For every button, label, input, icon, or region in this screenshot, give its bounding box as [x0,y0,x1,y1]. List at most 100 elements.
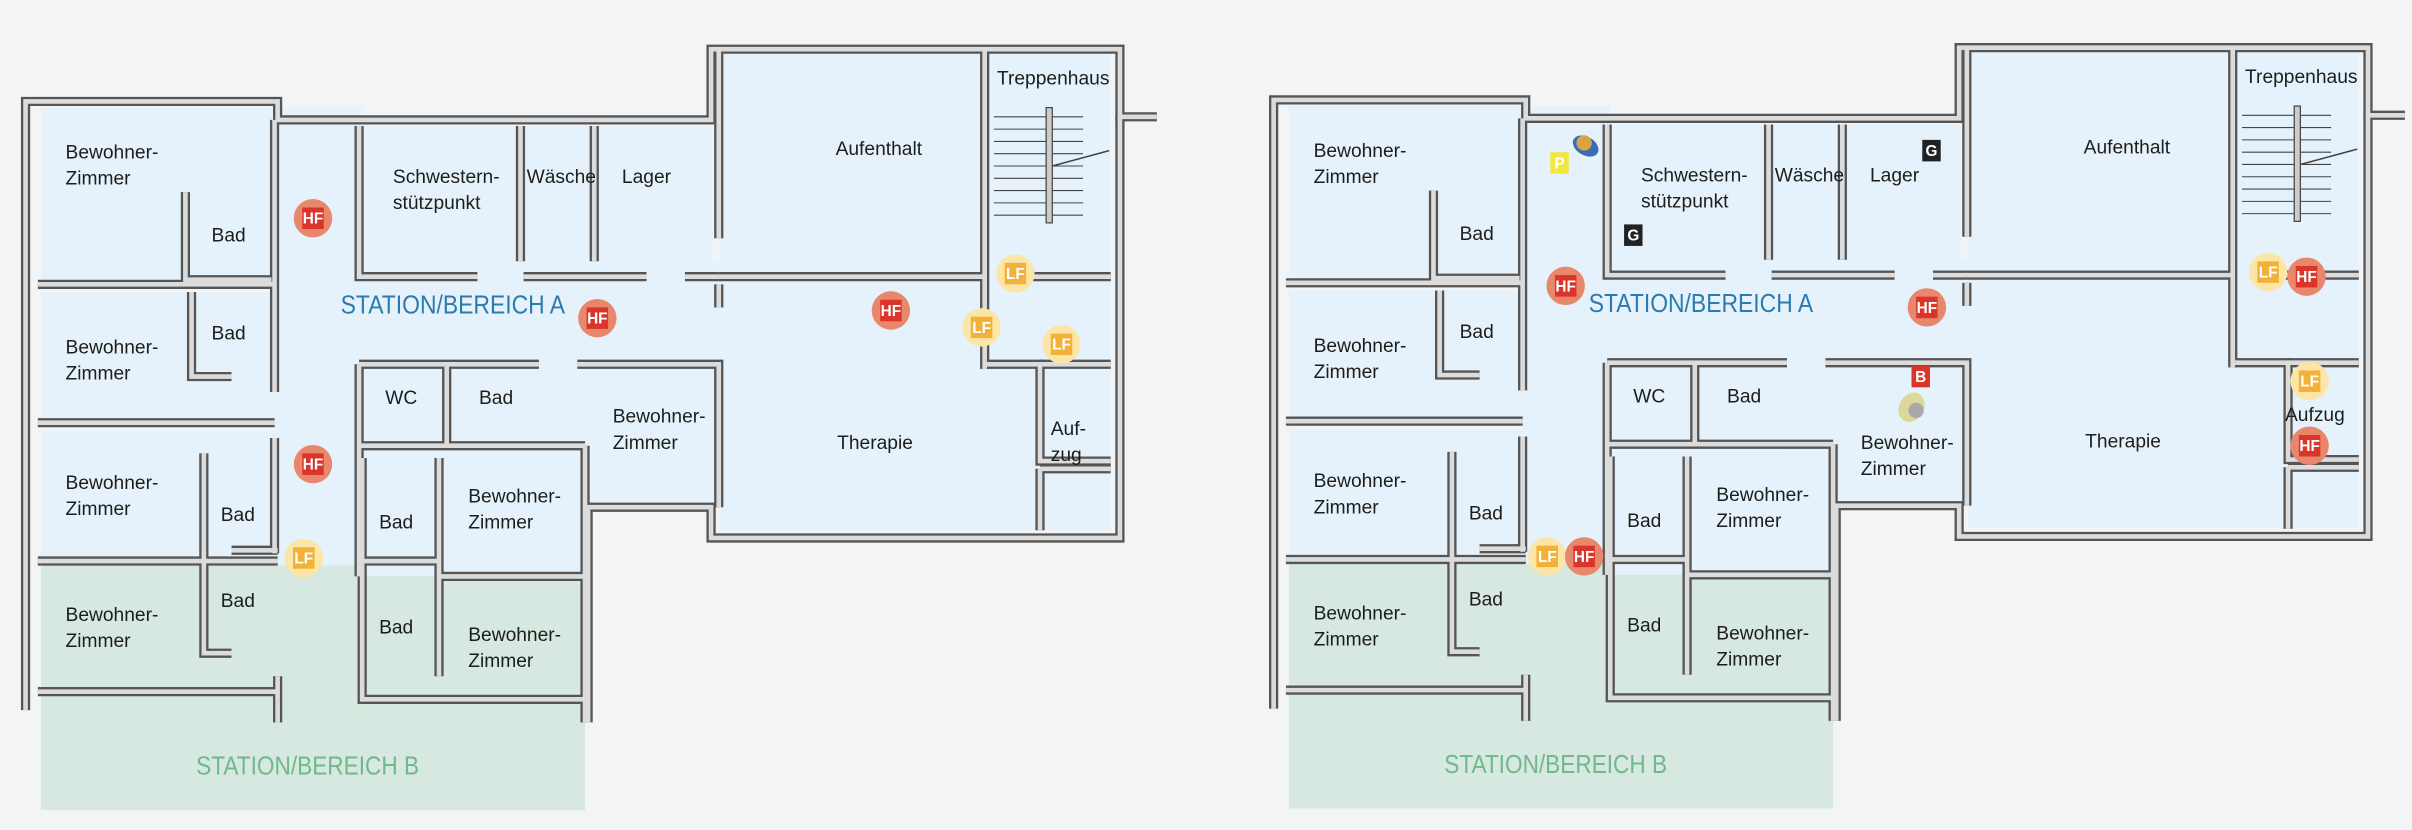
figure-icon [1898,392,1925,422]
staircase [2241,105,2358,222]
room-area [362,453,586,577]
room-label: Bad [1627,616,1661,637]
room-label: WC [1633,387,1665,408]
marker-b-icon[interactable]: B [1911,365,1930,388]
room-area [277,261,724,366]
room-label: Bad [379,617,413,638]
room-label: Wäsche [527,167,596,188]
room-label: Aufzug [2285,405,2345,426]
room-label: Bad [1727,387,1761,408]
station-a-label: STATION/BEREICH A [1589,288,1814,318]
station-b-corridor [1451,564,1611,718]
room-label: Bewohner-Zimmer [66,142,159,189]
walls [1269,43,2405,721]
room-label: Bewohner-Zimmer [1314,603,1407,650]
room-label: Therapie [2085,431,2161,452]
marker-lf-icon[interactable]: LF [996,254,1035,293]
room-area [1525,259,1972,365]
marker-lf-icon[interactable]: LF [1042,325,1081,364]
svg-text:HF: HF [881,303,901,320]
room-label: Treppenhaus [2245,67,2357,88]
room-label: Bad [212,324,246,345]
marker-hf-icon[interactable]: HF [1546,266,1585,306]
marker-lf-icon[interactable]: LF [2248,252,2288,292]
station-a-label: STATION/BEREICH A [341,290,566,320]
station-b-room [1610,574,1834,698]
svg-text:HF: HF [1574,549,1594,566]
room-label: Aufenthalt [2084,138,2171,159]
staircase [993,106,1110,224]
marker-hf-icon[interactable]: HF [578,298,617,338]
room-label: Schwestern-stützpunkt [393,167,500,214]
room-label: Wäsche [1775,165,1844,186]
svg-text:HF: HF [2299,438,2319,455]
room-area [1289,290,1523,422]
room-label: Therapie [837,433,913,454]
room-label: Bewohner-Zimmer [613,407,706,454]
room-label: Bad [479,388,513,409]
marker-g-icon[interactable]: G [1922,139,1941,162]
room-label: Bewohner-Zimmer [1314,336,1407,383]
svg-text:LF: LF [1052,337,1071,354]
room-label: Bad [221,591,255,612]
room-area [1289,428,1528,555]
room-label: Bewohner-Zimmer [66,605,159,652]
svg-text:HF: HF [587,311,607,328]
station-b-room [362,576,586,700]
room-label: Bad [1460,224,1494,245]
walls [20,44,1157,723]
room-label: Bewohner-Zimmer [1314,471,1407,518]
svg-text:P: P [1554,155,1564,172]
station-b-label: STATION/BEREICH B [196,751,419,781]
svg-text:HF: HF [303,211,323,228]
room-label: Bewohner-Zimmer [468,625,561,672]
person-icon [1572,135,1599,157]
room-label: Lager [1870,165,1920,186]
marker-hf-icon[interactable]: HF [2290,426,2329,465]
station-b-label: STATION/BEREICH B [1444,749,1667,779]
svg-text:LF: LF [972,320,991,337]
marker-lf-icon[interactable]: LF [1528,537,1567,576]
marker-p-icon[interactable]: P [1550,152,1569,174]
marker-hf-icon[interactable]: HF [293,444,333,484]
room-label: Bad [1460,322,1494,343]
station-b-room [1289,564,1452,691]
room-label: Bad [212,225,246,246]
room-label: Bewohner-Zimmer [1861,433,1954,480]
marker-hf-icon[interactable]: HF [871,291,911,330]
room-area [1610,451,1834,575]
marker-hf-icon[interactable]: HF [1907,288,1947,327]
marker-g-icon[interactable]: G [1624,224,1643,246]
marker-hf-icon[interactable]: HF [1564,537,1604,576]
svg-text:B: B [1915,369,1926,386]
room-area [40,430,280,557]
room-area [359,126,713,280]
svg-text:G: G [1627,228,1639,245]
room-label: Bewohner-Zimmer [468,487,561,534]
svg-text:HF: HF [303,457,323,474]
room-label: Bad [1469,504,1503,525]
room-label: Bewohner-Zimmer [66,338,159,385]
svg-text:LF: LF [2259,264,2278,281]
room-label: Aufenthalt [836,139,923,160]
marker-lf-icon[interactable]: LF [962,308,1001,347]
room-area [1289,106,1523,283]
station-b-room [40,565,204,692]
room-label: Auf-zug [1051,419,1086,466]
room-label: Treppenhaus [997,69,1109,90]
marker-lf-icon[interactable]: LF [2290,361,2329,401]
room-area [40,107,275,285]
room-label: Bewohner-Zimmer [66,473,159,520]
room-label: Bewohner-Zimmer [1314,141,1407,188]
svg-text:LF: LF [2300,374,2319,391]
room-label: Schwestern-stützpunkt [1641,165,1748,212]
marker-hf-icon[interactable]: HF [293,199,333,238]
room-label: Bad [379,513,413,534]
marker-lf-icon[interactable]: LF [284,538,323,578]
room-label: Bad [1627,511,1661,532]
svg-text:HF: HF [1555,278,1575,295]
svg-text:LF: LF [1006,266,1025,283]
svg-text:HF: HF [1917,300,1937,317]
marker-hf-icon[interactable]: HF [2287,257,2326,296]
